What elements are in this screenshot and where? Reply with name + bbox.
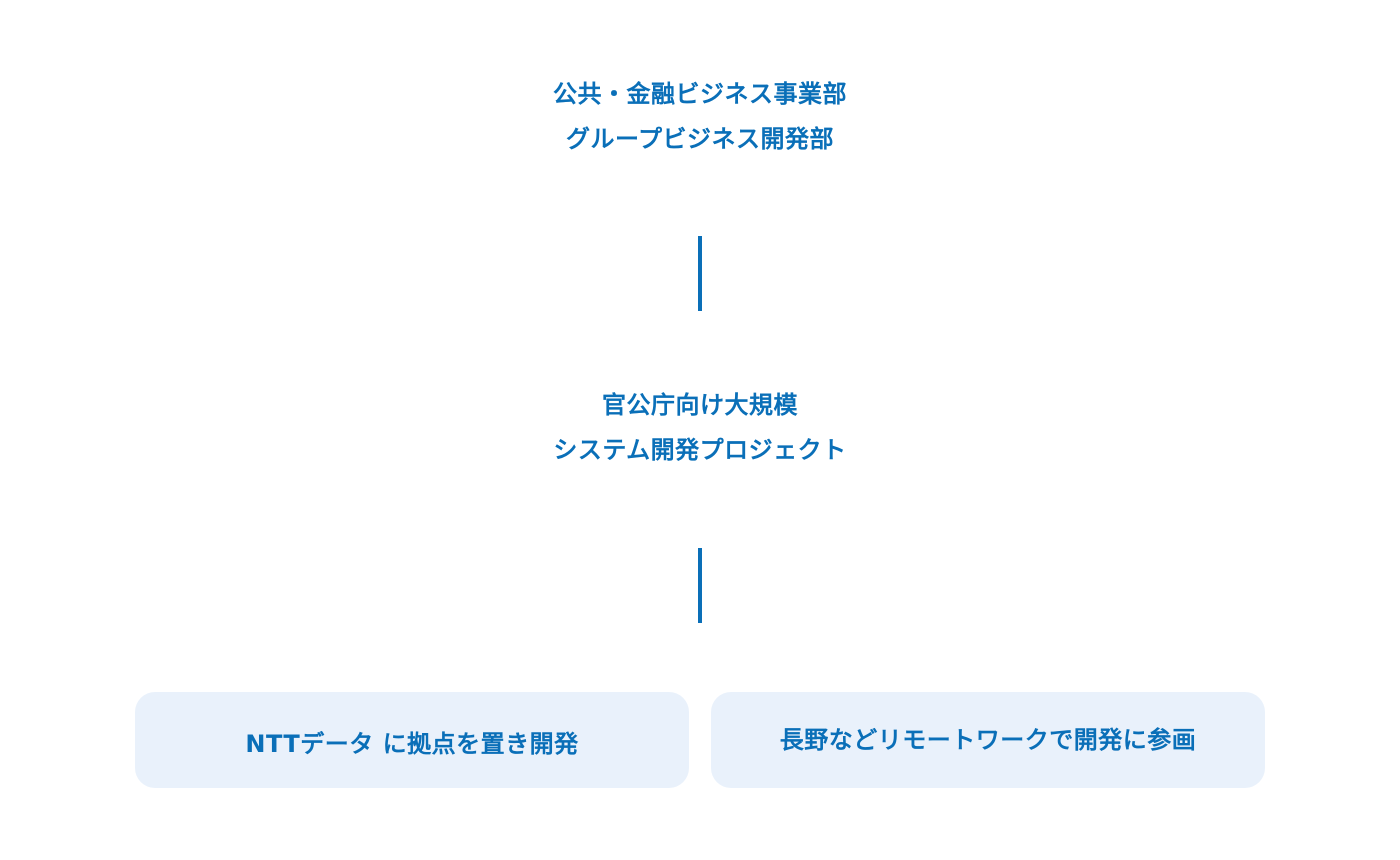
project-name-line1: 官公庁向け大規模 <box>602 391 798 419</box>
connector-line-bottom <box>698 548 702 623</box>
work-style-label-onsite: NTTデータ に拠点を置き開発 <box>245 729 579 758</box>
department-name-line1: 公共・金融ビジネス事業部 <box>553 80 847 108</box>
work-style-label-remote: 長野などリモートワークで開発に参画 <box>779 725 1197 754</box>
department-node: 公共・金融ビジネス事業部 グループビジネス開発部 <box>0 72 1400 162</box>
department-name-line2: グループビジネス開発部 <box>565 125 835 153</box>
connector-line-top <box>698 236 702 311</box>
project-node: 官公庁向け大規模 システム開発プロジェクト <box>0 383 1400 473</box>
work-style-box-onsite: NTTデータ に拠点を置き開発 <box>135 692 689 788</box>
work-style-box-remote: 長野などリモートワークで開発に参画 <box>711 692 1265 788</box>
project-name-line2: システム開発プロジェクト <box>553 436 847 464</box>
